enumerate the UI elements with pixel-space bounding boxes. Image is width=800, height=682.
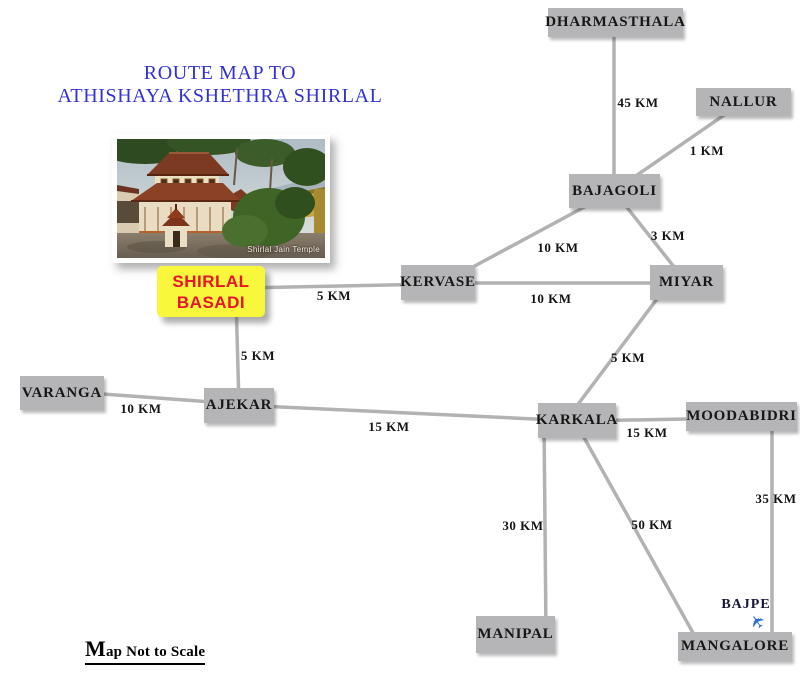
map-node-kervase: KERVASE xyxy=(400,265,475,300)
map-node-varanga: VARANGA xyxy=(20,376,104,410)
destination-shirlal-basadi: SHIRLAL BASADI xyxy=(157,266,265,317)
distance-label-shirlal-basadi-ajekar: 5 KM xyxy=(240,348,276,363)
distance-label-shirlal-basadi-kervase: 5 KM xyxy=(316,288,352,303)
map-node-mangalore: MANGALORE xyxy=(678,632,792,661)
map-node-karkala: KARKALA xyxy=(536,403,617,438)
airport-label-bajpe: BAJPE xyxy=(721,597,771,612)
map-node-nallur: NALLUR xyxy=(696,88,791,116)
distance-label-bajagoli-miyar: 3 KM xyxy=(650,228,686,243)
distance-label-karkala-moodabidri: 15 KM xyxy=(626,425,668,440)
map-node-moodabidri: MOODABIDRI xyxy=(686,402,797,431)
route-karkala-manipal xyxy=(542,420,548,635)
distance-label-dharmasthala-bajagoli: 45 KM xyxy=(617,95,659,110)
distance-label-miyar-karkala: 5 KM xyxy=(610,350,646,365)
map-node-miyar: MIYAR xyxy=(650,265,723,300)
route-karkala-mangalore xyxy=(575,424,699,641)
map-title-line1: ROUTE MAP TO xyxy=(143,62,297,84)
map-node-bajagoli: BAJAGOLI xyxy=(569,174,660,208)
distance-label-karkala-manipal: 30 KM xyxy=(502,518,544,533)
destination-line2: BASADI xyxy=(176,292,246,312)
map-node-dharmasthala: DHARMASTHALA xyxy=(545,8,685,37)
route-miyar-karkala xyxy=(568,293,662,417)
photo-caption: Shirlal Jain Temple xyxy=(247,245,320,254)
map-title-line2: ATHISHAYA KSHETHRA SHIRLAL xyxy=(57,85,383,107)
distance-label-nallur-bajagoli: 1 KM xyxy=(689,143,725,158)
map-node-ajekar: AJEKAR xyxy=(204,388,274,423)
temple-photo-illustration xyxy=(117,139,325,258)
scale-note: Map Not to Scale xyxy=(85,636,206,665)
distance-label-kervase-miyar: 10 KM xyxy=(530,291,572,306)
distance-label-moodabidri-mangalore: 35 KM xyxy=(755,491,797,506)
destination-line1: SHIRLAL xyxy=(172,271,250,291)
distance-label-varanga-ajekar: 10 KM xyxy=(120,401,162,416)
distance-label-karkala-mangalore: 50 KM xyxy=(631,517,673,532)
route-ajekar-karkala xyxy=(238,403,578,423)
distance-label-ajekar-karkala: 15 KM xyxy=(368,419,410,434)
temple-photo: Shirlal Jain Temple xyxy=(112,134,330,263)
distance-label-bajagoli-kervase: 10 KM xyxy=(537,240,579,255)
map-title: ROUTE MAP TO ATHISHAYA KSHETHRA SHIRLAL xyxy=(20,62,420,108)
map-node-manipal: MANIPAL xyxy=(476,616,555,653)
